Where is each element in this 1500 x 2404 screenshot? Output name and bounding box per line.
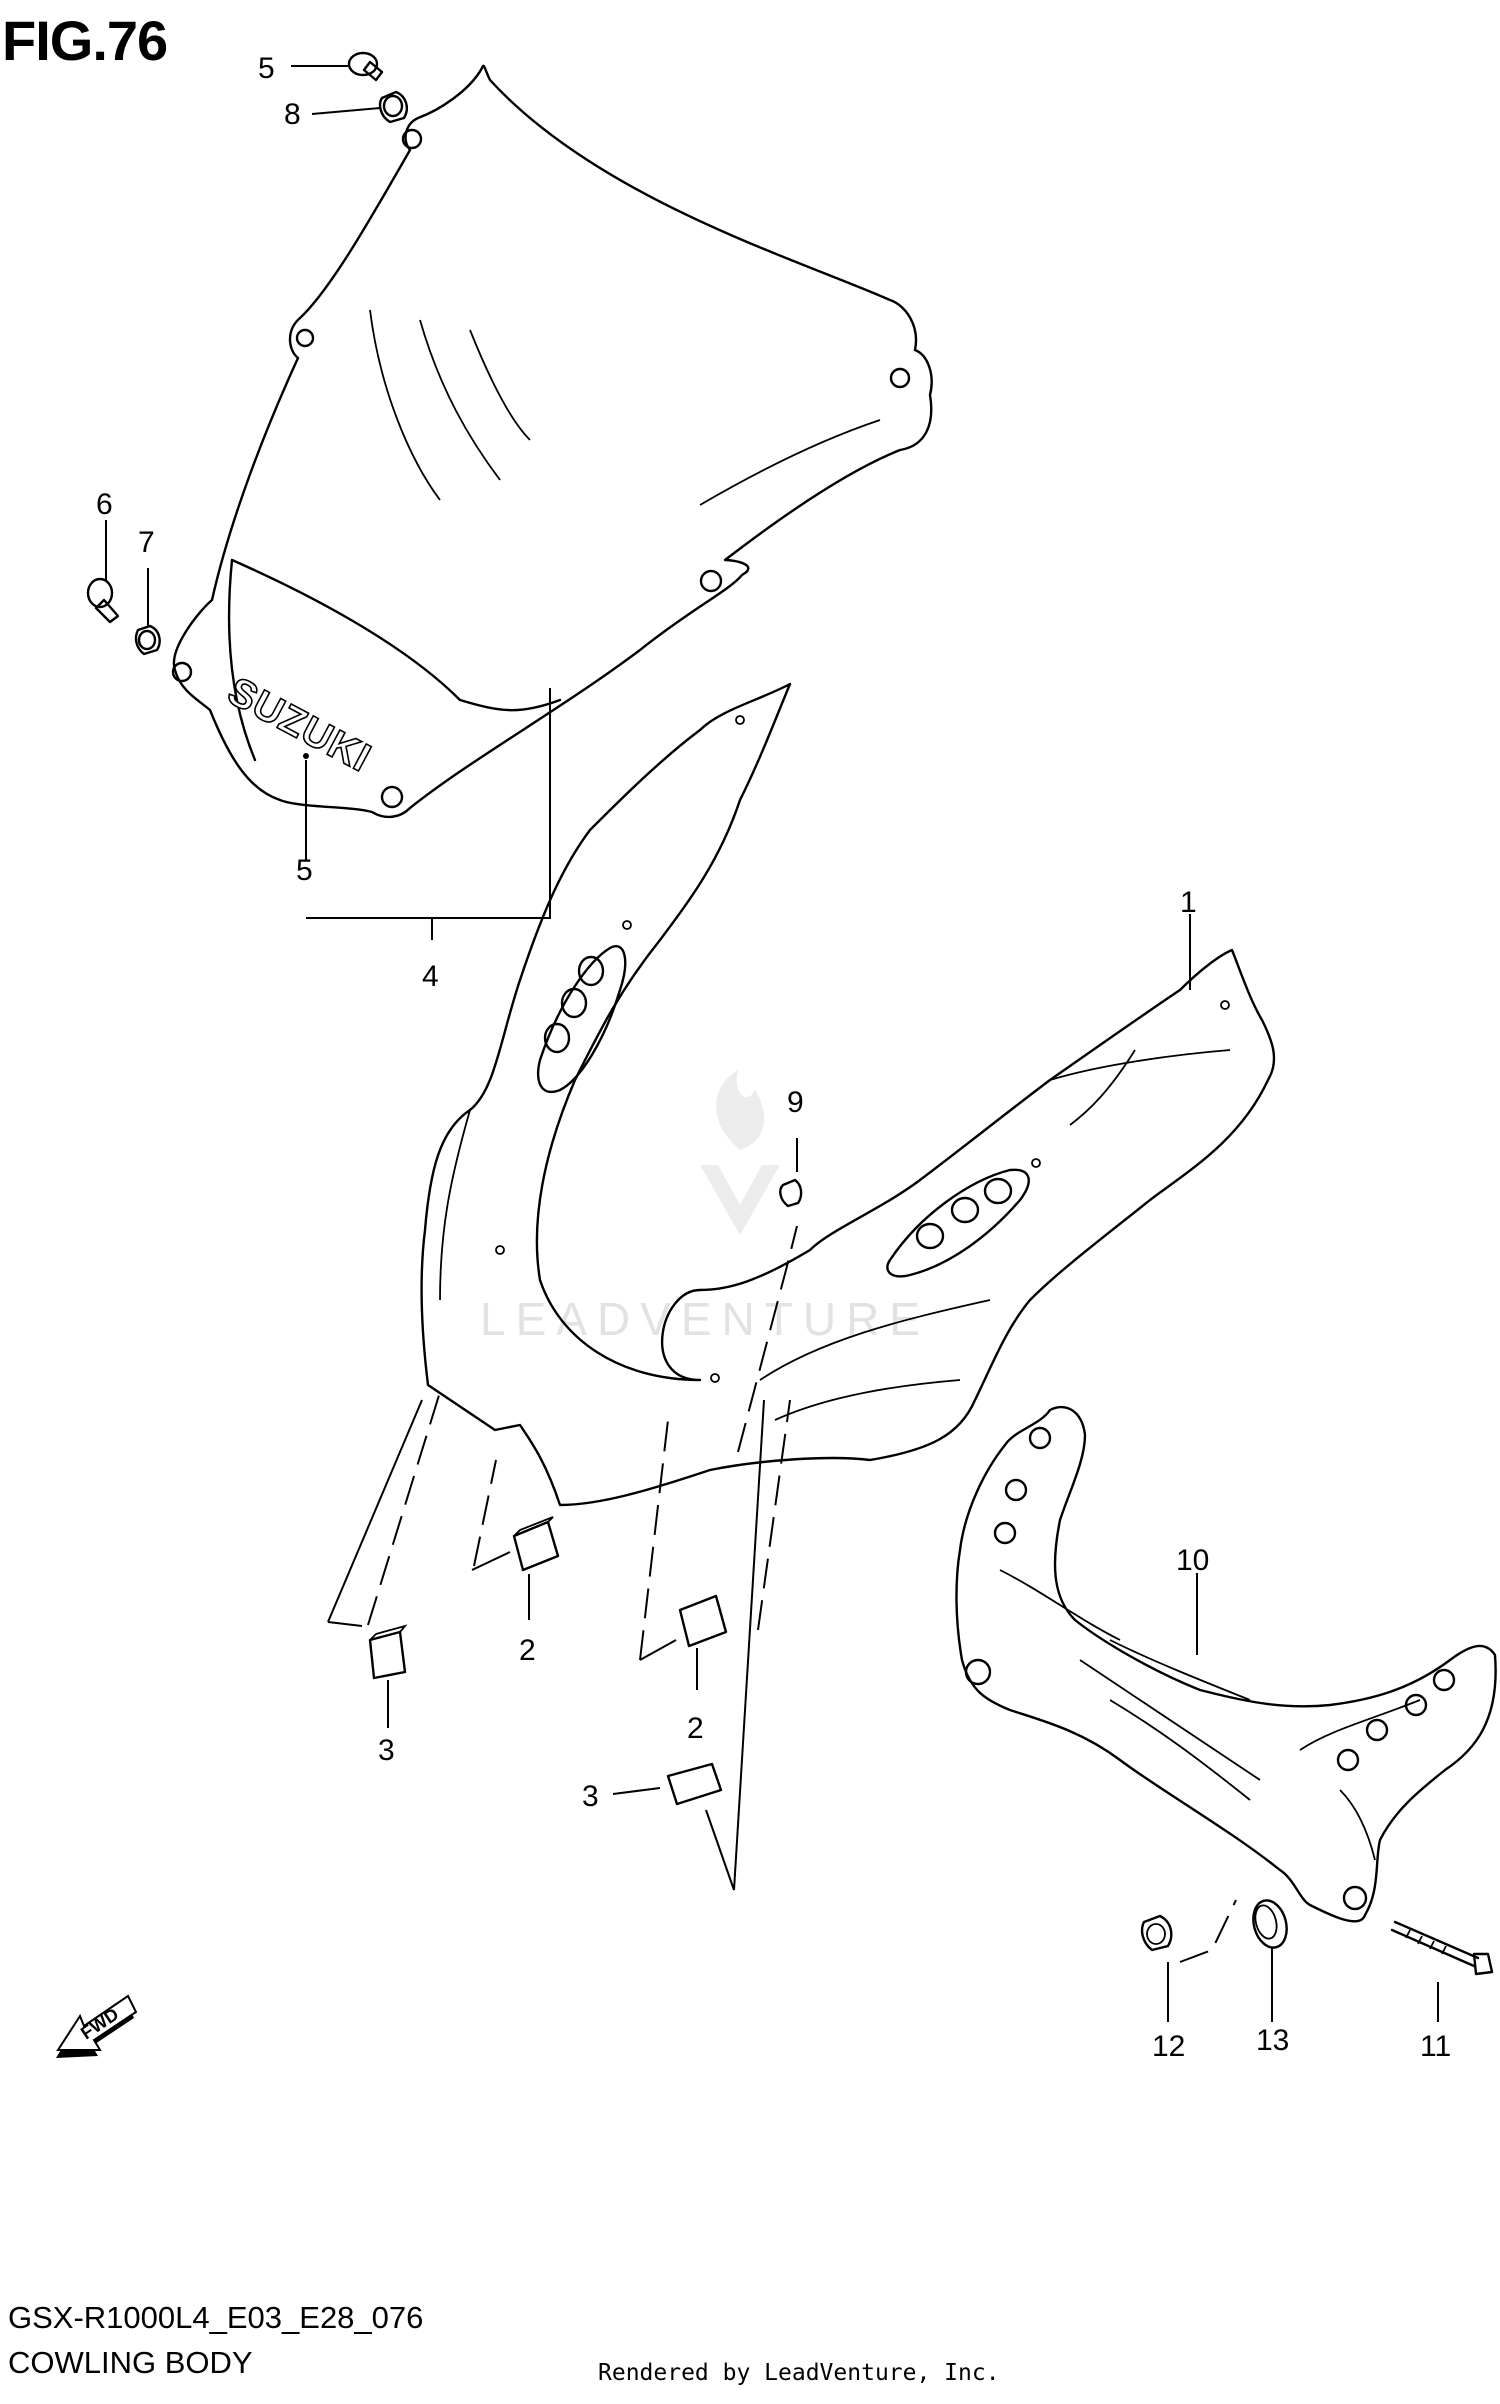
callout-5: 5 xyxy=(296,854,313,887)
washer-8-left[interactable] xyxy=(134,624,161,656)
cushion-3-b[interactable] xyxy=(666,1762,723,1806)
screw-6[interactable] xyxy=(86,577,120,624)
cushion-3-a[interactable] xyxy=(368,1624,408,1680)
callout-1: 1 xyxy=(1180,886,1197,919)
callout-2-b: 2 xyxy=(687,1712,704,1745)
fwd-arrow: FWD xyxy=(56,1994,138,2058)
callout-8-top: 8 xyxy=(284,98,301,131)
callout-labels: 5 8 6 7 5 4 1 9 10 2 2 3 3 12 13 11 xyxy=(96,52,1451,2063)
leader-lines xyxy=(105,65,1439,2022)
screw-7[interactable] xyxy=(347,51,384,82)
nut-9[interactable] xyxy=(779,1178,803,1208)
model-code: GSX-R1000L4_E03_E28_076 xyxy=(8,2300,424,2335)
section-name: COWLING BODY xyxy=(8,2345,253,2380)
cowling-body[interactable] xyxy=(420,682,1276,1507)
windscreen-logo: SUZUKI xyxy=(221,669,378,781)
callout-10: 10 xyxy=(1176,1544,1209,1577)
callout-8-left: 7 xyxy=(138,526,155,559)
callout-9: 9 xyxy=(787,1086,804,1119)
callout-3-a: 3 xyxy=(378,1734,395,1767)
cowling-bracket[interactable] xyxy=(955,1405,1497,1923)
callout-13: 13 xyxy=(1256,2024,1289,2057)
callout-11: 11 xyxy=(1420,2030,1451,2063)
watermark-text: LEADVENTURE xyxy=(480,1293,930,1345)
callout-3-b: 3 xyxy=(582,1780,599,1813)
grommet-13[interactable] xyxy=(1248,1897,1291,1952)
cushion-2-b[interactable] xyxy=(678,1594,728,1648)
callout-7: 5 xyxy=(258,52,275,85)
bolt-11[interactable] xyxy=(1390,1920,1494,1976)
callout-2-a: 2 xyxy=(519,1634,536,1667)
washer-8-top[interactable] xyxy=(378,90,408,124)
cushion-2-a[interactable] xyxy=(512,1516,560,1572)
watermark: LEADVENTURE xyxy=(480,1070,930,1345)
callout-6: 6 xyxy=(96,488,113,521)
figure-title: FIG.76 xyxy=(2,9,168,72)
render-credit: Rendered by LeadVenture, Inc. xyxy=(598,2360,1000,2386)
callout-4: 4 xyxy=(422,960,439,993)
nut-12[interactable] xyxy=(1140,1914,1173,1952)
windscreen[interactable]: SUZUKI xyxy=(171,64,933,819)
callout-12: 12 xyxy=(1152,2030,1185,2063)
